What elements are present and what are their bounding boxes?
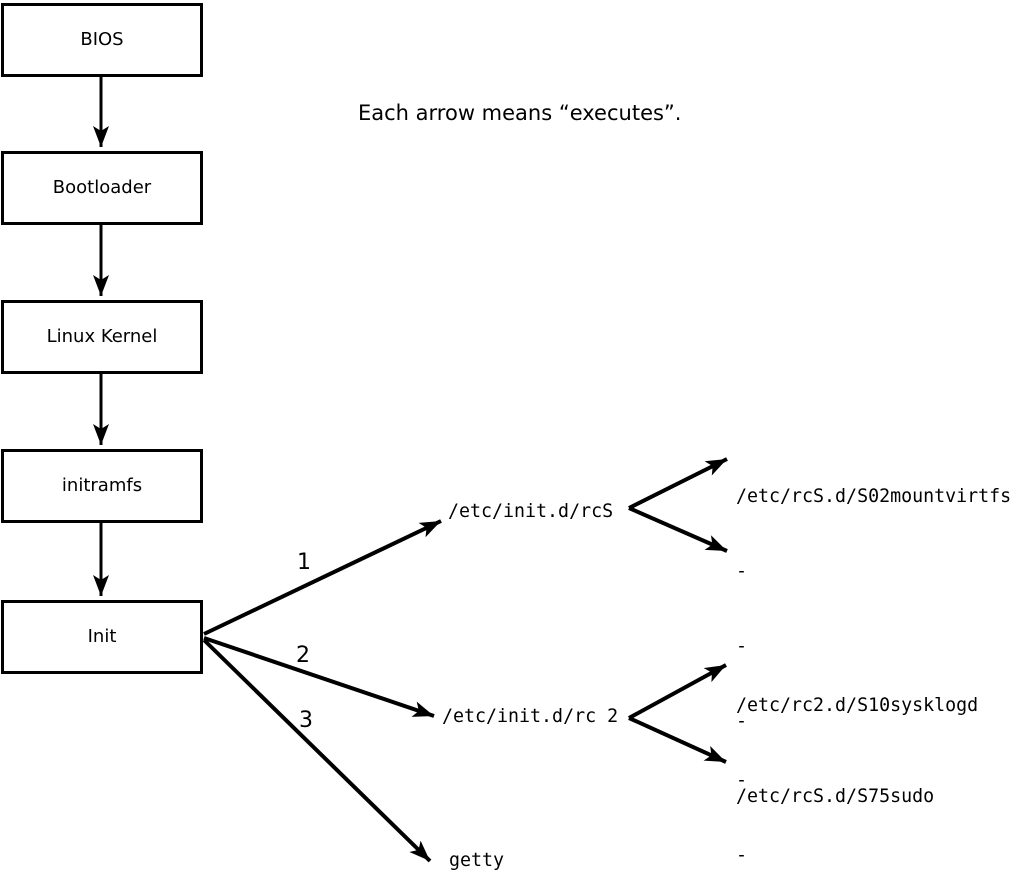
script-line-dash: - (736, 845, 748, 866)
arrow-rc2-to-s10sysklogd (628, 663, 727, 720)
branch-target-getty: getty (449, 850, 505, 871)
script-line-s10sysklogd: /etc/rc2.d/S10sysklogd (736, 695, 979, 716)
script-line-dash: - (736, 561, 748, 582)
script-line-s75sudo: /etc/rcS.d/S75sudo (736, 786, 935, 807)
flow-box-label: Linux Kernel (46, 326, 158, 347)
flow-box-bootloader: Bootloader (1, 151, 203, 225)
arrow-init-to-rcs (203, 519, 442, 636)
script-line-dash: - (736, 636, 748, 657)
flow-box-initramfs: initramfs (1, 449, 203, 523)
rcs-script-list: /etc/rcS.d/S02mountvirtfs - - - /etc/rcS… (736, 434, 1011, 859)
legend-note: Each arrow means “executes”. (358, 101, 682, 125)
arrow-rc2-to-s99gdm (628, 716, 727, 764)
flow-box-linux-kernel: Linux Kernel (1, 300, 203, 374)
branch-number-3: 3 (299, 708, 313, 733)
branch-number-2: 2 (296, 643, 310, 668)
flow-box-label: Init (87, 626, 117, 647)
arrow-init-to-getty (202, 638, 432, 863)
branch-target-rc2: /etc/init.d/rc 2 (442, 706, 619, 727)
arrow-rcs-to-s02mountvirtfs (628, 457, 728, 510)
arrow-init-to-rc2 (203, 636, 435, 718)
script-line-dash: - (736, 711, 748, 732)
script-line-s02mountvirtfs: /etc/rcS.d/S02mountvirtfs (736, 486, 1012, 507)
flow-box-label: initramfs (61, 475, 143, 496)
branch-number-1: 1 (297, 550, 311, 575)
flow-box-bios: BIOS (1, 3, 203, 77)
branch-target-rcs: /etc/init.d/rcS (448, 501, 614, 522)
flow-box-label: Bootloader (52, 177, 152, 198)
script-line-dash: - (736, 770, 748, 791)
rc2-script-list: /etc/rc2.d/S10sysklogd - - - /etc/rc2.d/… (736, 643, 978, 875)
arrow-rcs-to-s75sudo (628, 506, 728, 553)
flow-box-init: Init (1, 600, 203, 674)
flow-box-label: BIOS (80, 29, 124, 50)
